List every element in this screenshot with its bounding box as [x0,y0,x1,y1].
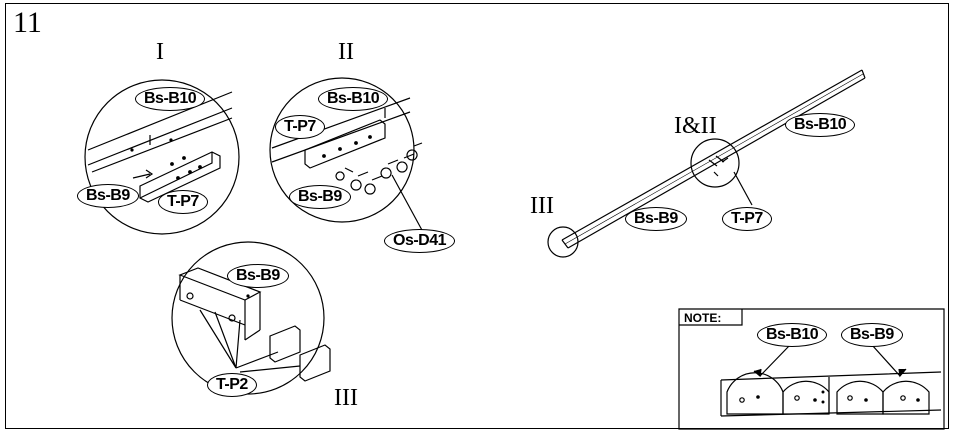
note-title: NOTE: [684,311,722,325]
detail3-plates [269,325,331,382]
overview-rail [561,69,866,249]
label-bs-b10-overview: Bs-B10 [785,113,856,137]
overview-brackets [708,155,729,177]
label-bs-b9-overview: Bs-B9 [625,207,687,231]
label-t-p7-view1: T-P7 [158,190,208,214]
label-t-p7-overview: T-P7 [722,207,772,231]
label-bs-b10-view1: Bs-B10 [135,87,206,111]
label-bs-b9-view3: Bs-B9 [227,264,289,288]
detail2-bracket [304,119,386,169]
note-leaders [759,344,901,377]
detail2-screws [335,142,423,195]
detail1-rail [87,91,233,173]
note-label-bs-b9: Bs-B9 [841,323,903,347]
label-bs-b9-view1: Bs-B9 [77,184,139,208]
note-label-bs-b10: Bs-B10 [757,323,828,347]
overview-detail-label-2: III [530,193,554,219]
detail-circle-1 [84,79,240,235]
label-os-d41: Os-D41 [384,229,456,253]
overview-t-p7-leader [733,171,753,206]
os-d41-leader [391,174,424,233]
detail2-rail [271,97,411,163]
label-t-p7-view2: T-P7 [275,115,325,139]
instruction-frame [5,3,949,429]
overview-detail-circle-2 [547,226,579,258]
view-title-3: III [334,385,358,411]
view-title-1: I [156,39,164,65]
note-box-outline [678,308,945,430]
note-arrowheads [753,368,907,378]
detail3-rail [178,267,262,341]
note-rail-drawing [720,371,942,417]
label-t-p2: T-P2 [207,373,257,397]
t-p2-leaders [199,309,301,373]
label-bs-b10-view2: Bs-B10 [318,87,389,111]
label-bs-b9-view2: Bs-B9 [289,185,351,209]
overview-detail-circle-1 [690,138,740,188]
view-title-2: II [338,39,354,65]
step-number: 11 [13,6,42,39]
overview-detail-label-1: I&II [674,113,717,139]
detail1-bracket [132,151,221,203]
